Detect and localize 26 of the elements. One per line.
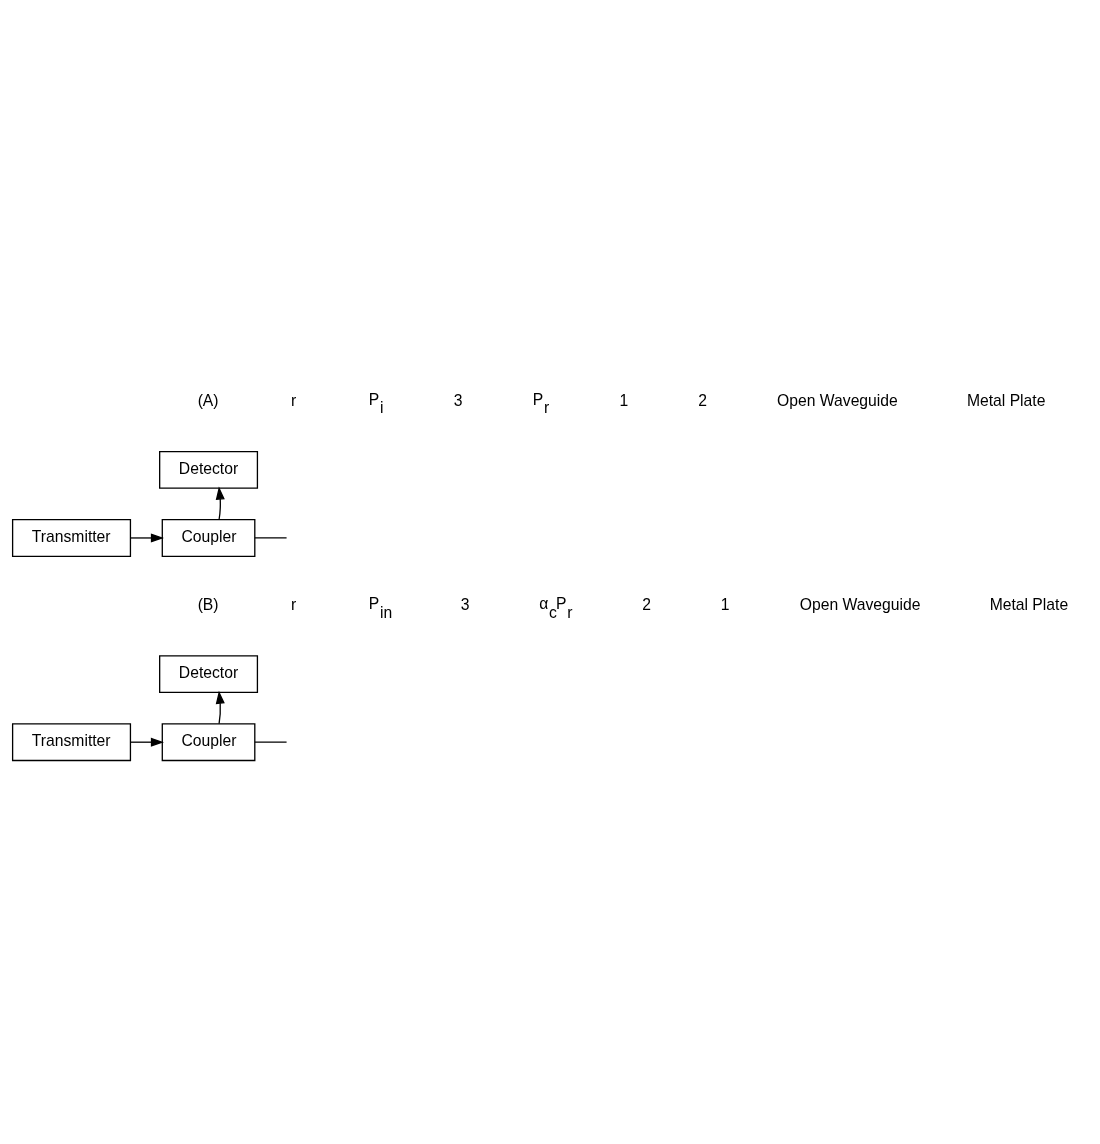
label: (B) bbox=[197, 595, 219, 613]
connector bbox=[254, 537, 288, 539]
label: 2 bbox=[642, 595, 652, 613]
node-box: Detector bbox=[159, 655, 259, 694]
label: 3 bbox=[460, 595, 470, 613]
label: r bbox=[291, 595, 297, 613]
label: 1 bbox=[720, 595, 730, 613]
arrow bbox=[215, 486, 225, 521]
node-box: Detector bbox=[159, 450, 259, 489]
arrow bbox=[215, 690, 225, 725]
node-box: Transmitter bbox=[11, 723, 132, 762]
label: 2 bbox=[698, 391, 707, 409]
connector bbox=[254, 741, 288, 743]
label: 1 bbox=[619, 391, 629, 409]
label: Open Waveguide bbox=[777, 391, 898, 409]
arrow bbox=[130, 737, 164, 747]
label: Metal Plate bbox=[989, 595, 1069, 613]
arrow bbox=[130, 533, 164, 543]
node-box: Transmitter bbox=[11, 519, 132, 557]
label: r bbox=[291, 391, 297, 409]
label: Open Waveguide bbox=[799, 595, 921, 613]
label: 3 bbox=[453, 391, 463, 409]
node-box: Coupler bbox=[161, 519, 256, 557]
node-box: Coupler bbox=[161, 723, 256, 762]
label: (A) bbox=[197, 391, 219, 409]
label: Metal Plate bbox=[966, 391, 1046, 409]
